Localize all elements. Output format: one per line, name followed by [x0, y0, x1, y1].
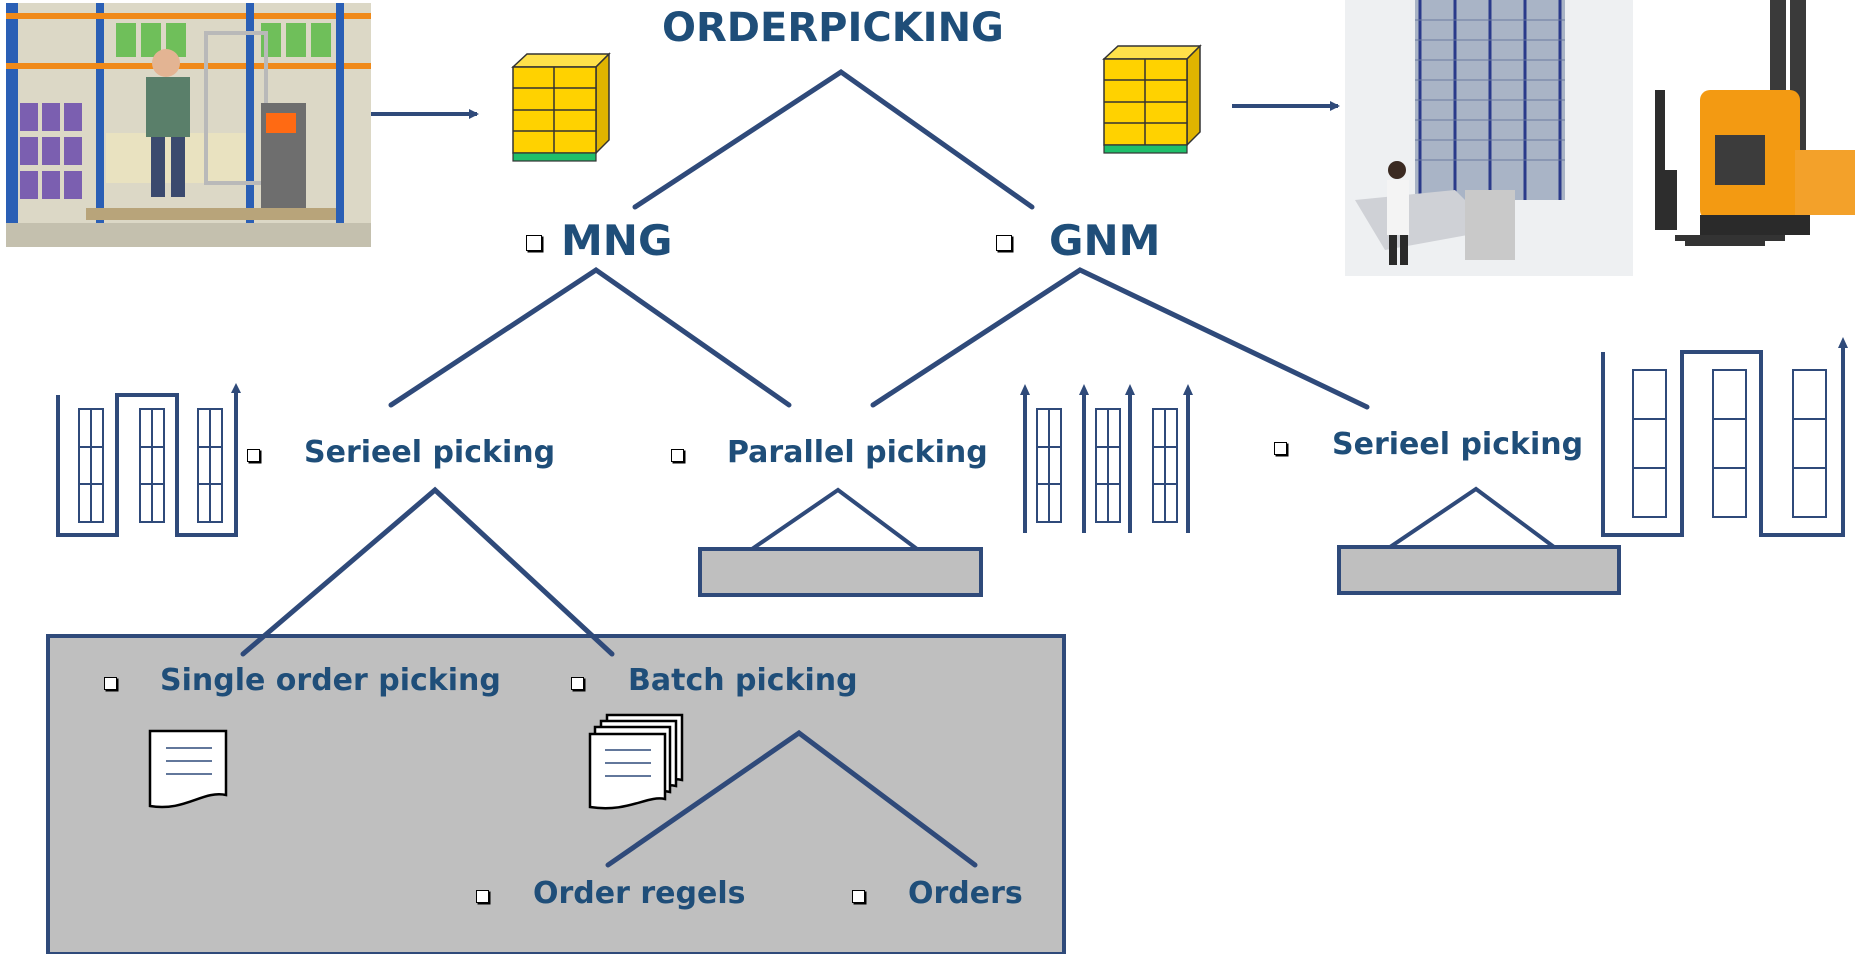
checkbox-square-icon: [996, 235, 1012, 251]
document-icon: [148, 729, 228, 809]
asrs-photo: [1345, 0, 1633, 276]
pallet-icon-left: [511, 52, 611, 162]
diagram-title: ORDERPICKING: [662, 5, 1004, 51]
node-orders: Orders: [908, 876, 1023, 911]
node-parallel-picking: Parallel picking: [727, 435, 988, 470]
narrow-aisle-truck-photo: [1645, 0, 1863, 250]
checkbox-square-icon: [571, 677, 584, 690]
node-serial-picking-left: Serieel picking: [304, 435, 556, 470]
node-single-order-picking: Single order picking: [160, 663, 501, 698]
pallet-icon-right: [1102, 44, 1202, 154]
node-batch-picking: Batch picking: [628, 663, 858, 698]
checkbox-square-icon: [247, 449, 260, 462]
rack-layout-icon-parallel: [1020, 384, 1193, 533]
checkbox-square-icon: [852, 890, 865, 903]
checkbox-square-icon: [104, 677, 117, 690]
stacked-documents-icon: [588, 713, 684, 810]
warehouse-photo-man-picking: [6, 3, 371, 247]
rack-layout-icon-serial-right: [1601, 337, 1848, 537]
conveyor-icon-serial-right: [1337, 486, 1621, 595]
rack-layout-icon-serial-left: [56, 383, 241, 537]
conveyor-icon-parallel: [698, 487, 983, 597]
checkbox-square-icon: [526, 235, 542, 251]
node-mng: MNG: [561, 216, 673, 265]
checkbox-square-icon: [476, 890, 489, 903]
node-serial-picking-right: Serieel picking: [1332, 427, 1584, 462]
checkbox-square-icon: [1274, 442, 1287, 455]
node-order-regels: Order regels: [533, 876, 746, 911]
checkbox-square-icon: [671, 449, 684, 462]
node-gnm: GNM: [1049, 216, 1161, 265]
